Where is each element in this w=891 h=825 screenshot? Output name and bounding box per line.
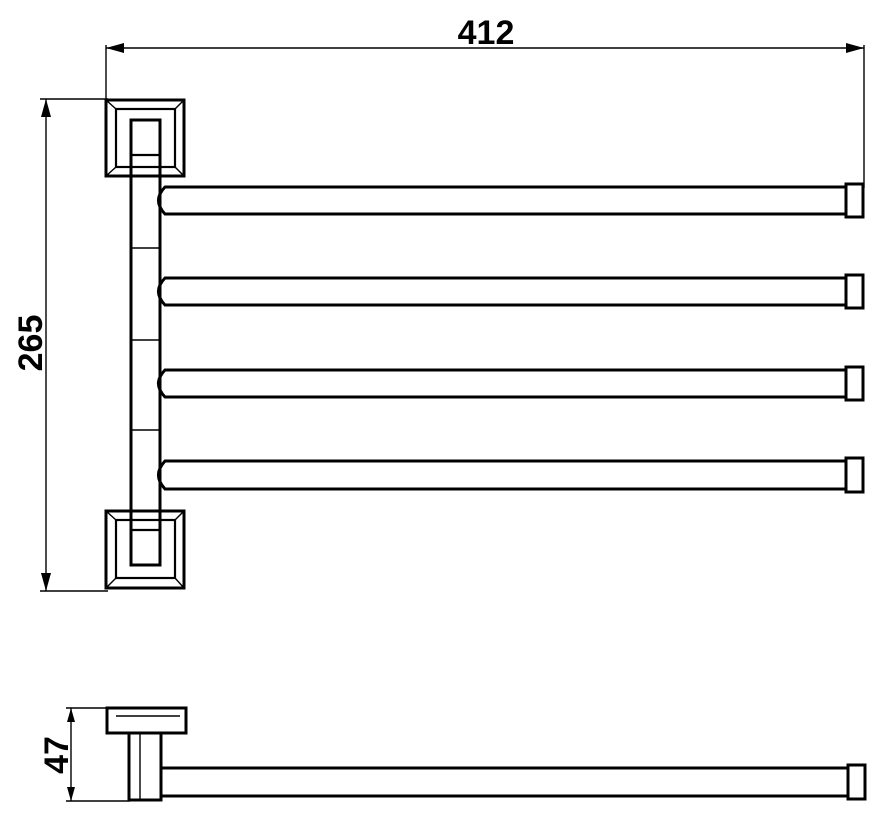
width-dimension: 412 [105,14,865,188]
towel-rail-2 [157,273,865,310]
height-dimension: 265 [12,98,108,592]
depth-label: 47 [38,736,76,774]
depth-dimension: 47 [38,707,130,802]
side-wall-plate [105,706,188,735]
rail-1-bar [157,185,848,216]
height-label: 265 [12,315,50,372]
width-arrow-left [106,43,124,53]
side-post [127,731,163,802]
top-plate-outer [104,98,186,178]
vertical-post [129,118,162,567]
width-arrow-right [846,43,864,53]
side-rail-bar [161,766,850,798]
height-arrow-top [41,99,51,117]
height-arrow-bottom [41,573,51,591]
towel-rail-4 [157,456,865,494]
bottom-plate-inner [114,518,177,580]
towel-rail-1 [157,182,865,219]
width-label: 412 [458,14,515,52]
front-view [104,98,865,590]
rail-3-end-cap [844,365,865,402]
rail-4-end-cap [844,456,865,494]
bottom-plate-outer [104,509,186,590]
top-wall-plate [104,98,186,178]
rail-3-bar [157,368,848,399]
post-body [129,118,162,567]
rail-2-bar [157,276,848,307]
side-view: 47 [38,706,867,802]
side-rail-end-cap [846,763,867,801]
rail-1-end-cap [844,182,865,219]
towel-rail-3 [157,365,865,402]
rail-4-bar [157,459,848,491]
bottom-wall-plate [104,509,186,590]
depth-arrow-top [67,708,75,722]
top-plate-inner [114,107,177,169]
rail-2-end-cap [844,273,865,310]
depth-arrow-bottom [67,787,75,801]
